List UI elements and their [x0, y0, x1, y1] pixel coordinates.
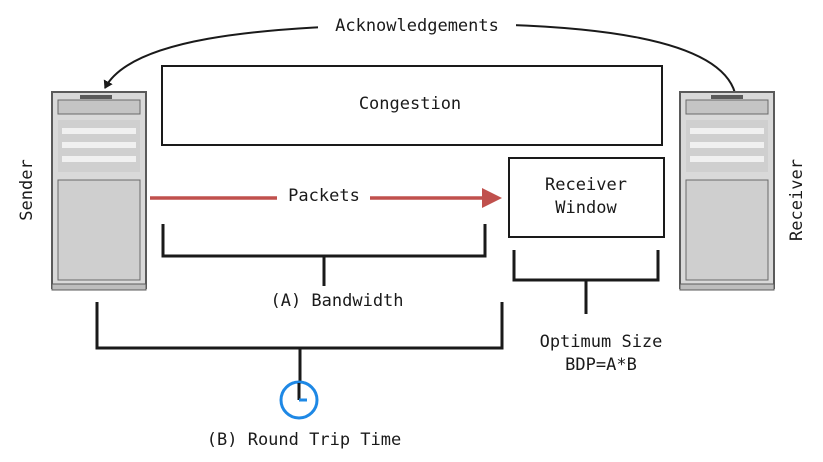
- sender-label: Sender: [17, 159, 37, 220]
- receiver-window-line2: Window: [555, 198, 617, 218]
- acknowledgements-label: Acknowledgements: [335, 16, 499, 36]
- congestion-box: Congestion: [161, 65, 663, 146]
- bandwidth-label: (A) Bandwidth: [270, 291, 403, 311]
- bdp-formula-label: BDP=A*B: [565, 355, 637, 375]
- congestion-label: Congestion: [359, 94, 461, 114]
- packets-arrow: Packets: [150, 184, 502, 210]
- round-trip-bracket: [95, 302, 504, 383]
- round-trip-time-label: (B) Round Trip Time: [207, 430, 401, 450]
- packets-label: Packets: [288, 186, 360, 206]
- optimum-size-label: Optimum Size: [540, 332, 663, 352]
- acknowledgements-arrow: Acknowledgements: [103, 13, 736, 94]
- receiver-window-box: Receiver Window: [508, 157, 665, 238]
- optimum-size-bracket: [512, 250, 660, 314]
- clock-icon: [279, 380, 319, 420]
- receiver-label: Receiver: [787, 159, 807, 241]
- sender-server-icon: [51, 91, 147, 291]
- bandwidth-bracket: [161, 224, 487, 286]
- receiver-window-line1: Receiver: [545, 175, 627, 195]
- receiver-server-icon: [679, 91, 775, 291]
